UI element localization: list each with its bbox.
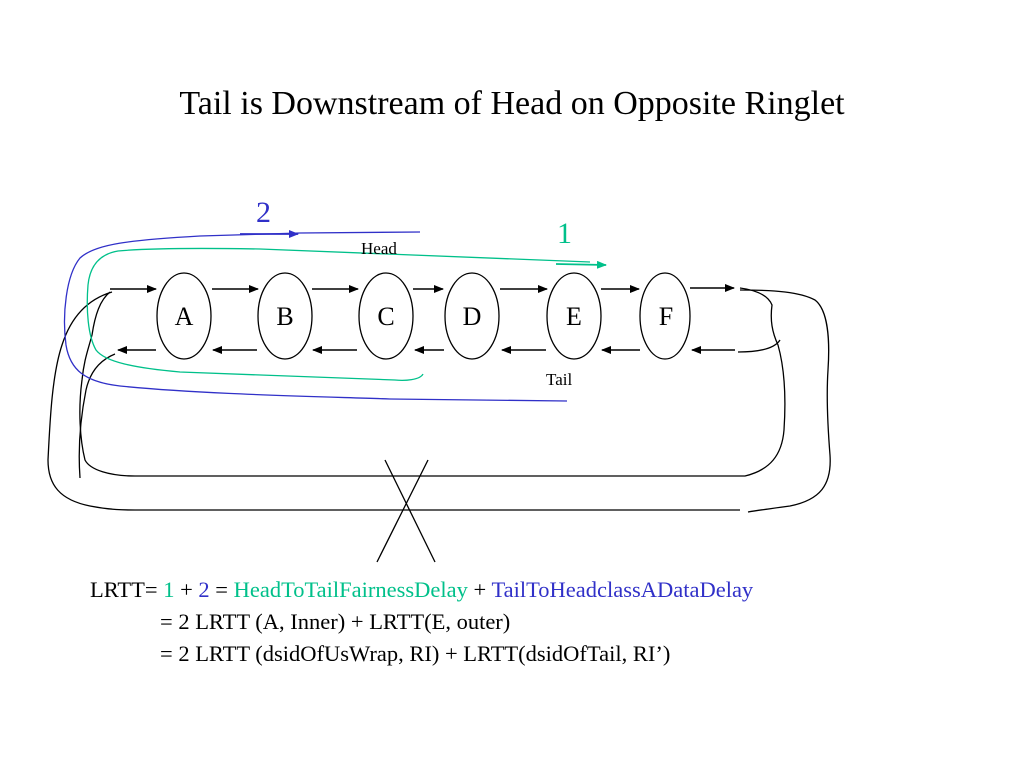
node-label-a: A bbox=[175, 302, 194, 331]
node-label-c: C bbox=[377, 302, 394, 331]
node-e bbox=[546, 272, 602, 360]
formula-plus: + bbox=[467, 577, 492, 602]
formula-term-1: 1 bbox=[163, 577, 175, 602]
outer-return-path bbox=[739, 289, 831, 513]
path-2-line bbox=[63, 231, 568, 402]
node-label-f: F bbox=[659, 302, 673, 331]
node-label-d: D bbox=[463, 302, 482, 331]
formula-line-3: = 2 LRTT (dsidOfUsWrap, RI) + LRTT(dsidO… bbox=[160, 641, 671, 666]
formula-term-2: 2 bbox=[198, 577, 210, 602]
lrtt-formula: LRTT= 1 + 2 = HeadToTailFairnessDelay + … bbox=[90, 574, 753, 670]
formula-line-1: LRTT= 1 + 2 = HeadToTailFairnessDelay + … bbox=[90, 574, 753, 606]
path-1-arrow bbox=[555, 260, 607, 269]
head-to-tail-fairness-delay: HeadToTailFairnessDelay bbox=[233, 577, 468, 602]
formula-prefix: LRTT= bbox=[90, 577, 164, 602]
slide-title: Tail is Downstream of Head on Opposite R… bbox=[179, 85, 845, 122]
node-a bbox=[156, 272, 212, 360]
node-label-e: E bbox=[566, 302, 582, 331]
station-nodes bbox=[156, 272, 691, 360]
tail-to-head-classa-data-delay: TailToHeadclassADataDelay bbox=[491, 577, 754, 602]
tail-label: Tail bbox=[546, 370, 572, 389]
outer-return-path bbox=[78, 353, 116, 479]
inner-return-path bbox=[79, 287, 786, 477]
node-b bbox=[257, 272, 313, 360]
head-label: Head bbox=[361, 239, 397, 258]
node-f bbox=[639, 272, 691, 360]
node-c bbox=[358, 272, 414, 360]
node-labels: A B C D E F bbox=[175, 302, 674, 331]
ringlet-crossing bbox=[376, 459, 436, 563]
outer-return-path bbox=[737, 339, 781, 353]
path-2-number: 2 bbox=[256, 196, 271, 229]
path-1-line bbox=[86, 247, 591, 381]
ring-return-paths bbox=[47, 287, 831, 513]
formula-plus: + bbox=[174, 577, 199, 602]
outer-return-path bbox=[47, 291, 740, 511]
formula-equals: = bbox=[209, 577, 234, 602]
node-d bbox=[444, 272, 500, 360]
formula-line-2: = 2 LRTT (A, Inner) + LRTT(E, outer) bbox=[160, 609, 511, 634]
path-1-number: 1 bbox=[557, 217, 572, 250]
node-label-b: B bbox=[276, 302, 293, 331]
outer-ringlet-links bbox=[110, 284, 735, 293]
